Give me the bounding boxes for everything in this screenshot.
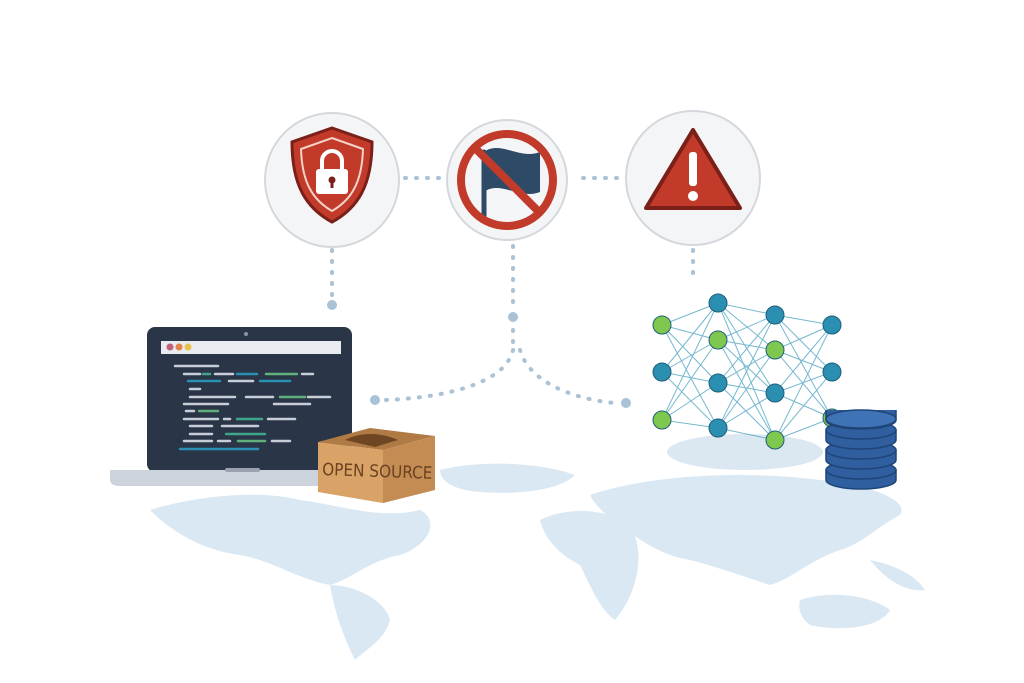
network-node — [766, 384, 784, 402]
network-edge — [662, 340, 718, 372]
open-source-box: OPEN SOURCE — [318, 428, 435, 503]
network-node — [766, 306, 784, 324]
network-edge — [775, 350, 832, 418]
network-node — [709, 331, 727, 349]
connector-dots — [327, 300, 631, 408]
shield-lock-icon — [265, 113, 399, 247]
world-map — [150, 464, 925, 660]
box-label: OPEN SOURCE — [322, 460, 433, 484]
neural-network-icon — [653, 294, 841, 470]
no-flag-icon — [447, 120, 567, 240]
network-node — [823, 316, 841, 334]
network-node — [823, 363, 841, 381]
network-edge — [775, 315, 832, 418]
network-node — [766, 431, 784, 449]
warning-icon — [626, 111, 760, 245]
network-node — [653, 411, 671, 429]
laptop-code-icon — [110, 327, 352, 486]
network-node — [709, 294, 727, 312]
network-node — [766, 341, 784, 359]
network-node — [653, 316, 671, 334]
network-node — [709, 374, 727, 392]
network-node — [709, 419, 727, 437]
network-node — [653, 363, 671, 381]
database-icon — [826, 410, 896, 489]
